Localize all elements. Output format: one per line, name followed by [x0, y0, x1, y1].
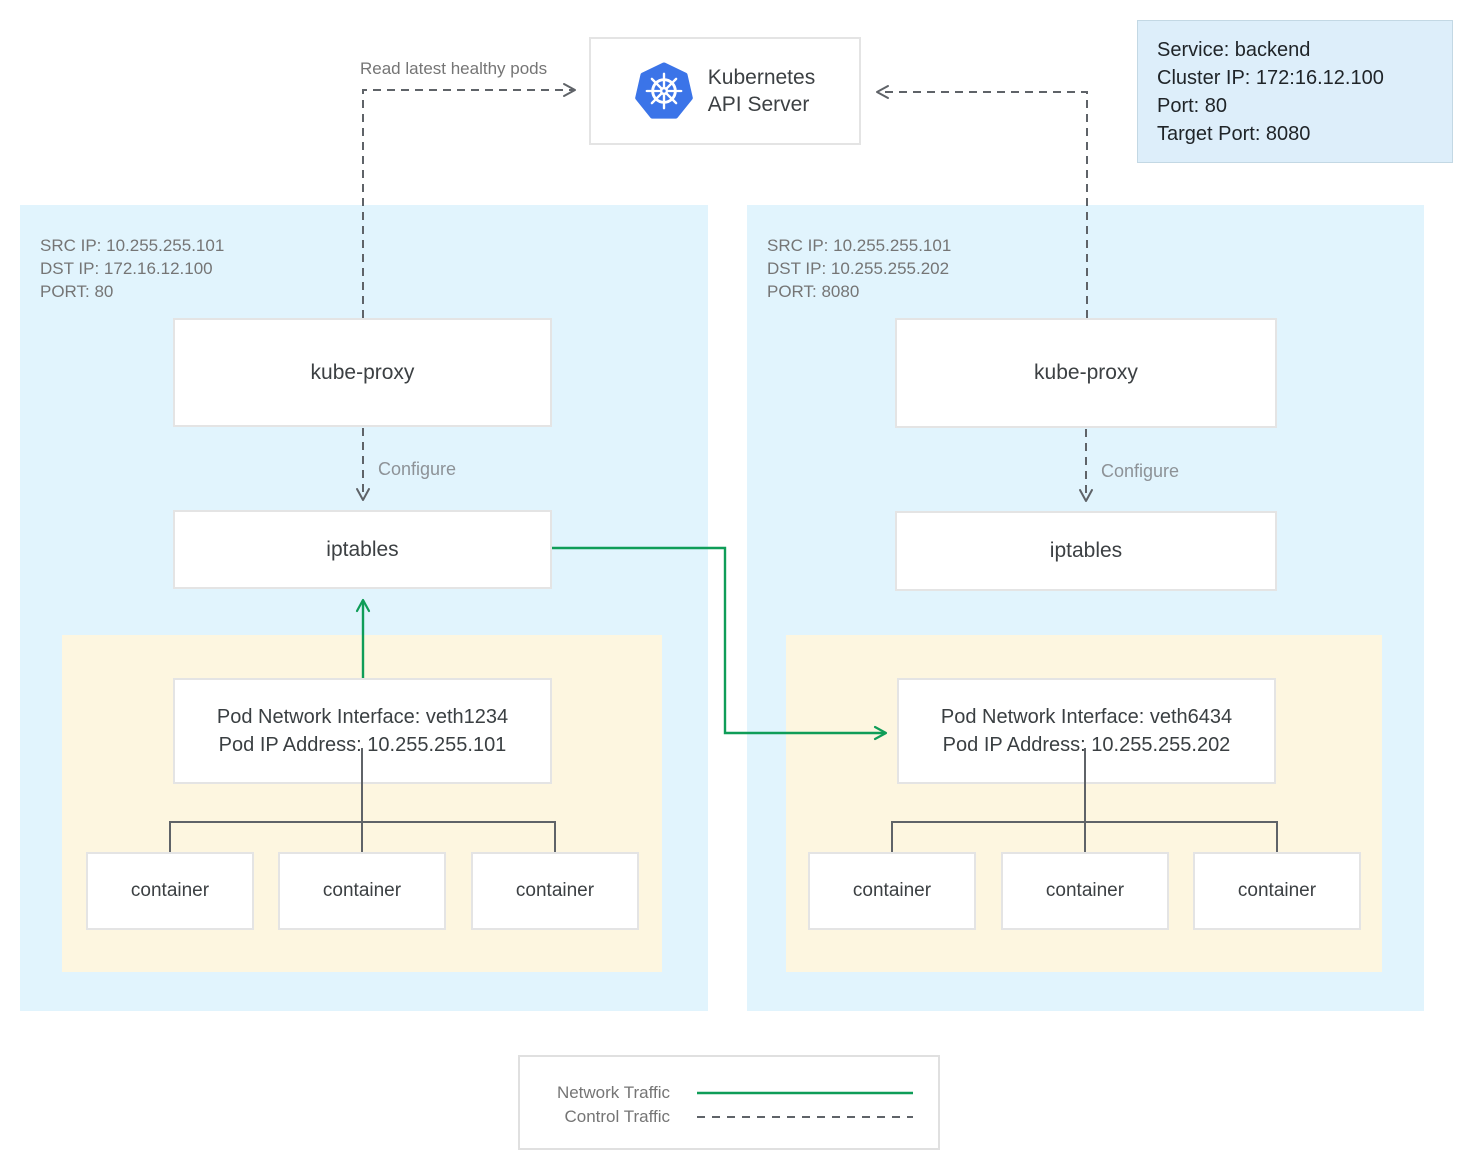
- node-right-ip-annotations: SRC IP: 10.255.255.101 DST IP: 10.255.25…: [767, 234, 951, 303]
- iptables-right-box: iptables: [895, 511, 1277, 591]
- service-port: Port: 80: [1157, 95, 1228, 117]
- pod-interface-right-line1: Pod Network Interface: veth6434: [940, 706, 1233, 728]
- container-label: container: [1237, 880, 1317, 901]
- service-name: Service: backend: [1157, 39, 1311, 61]
- node-left-ip-annotations: SRC IP: 10.255.255.101 DST IP: 172.16.12…: [40, 234, 224, 303]
- container-label: container: [322, 880, 402, 901]
- container-box: container: [808, 852, 976, 930]
- node-left-port: PORT: 80: [40, 282, 114, 301]
- iptables-left-label: iptables: [326, 537, 399, 561]
- container-box: container: [1193, 852, 1361, 930]
- api-server-title-line1: Kubernetes: [707, 66, 816, 89]
- legend-box: [518, 1055, 940, 1150]
- pod-interface-left-line1: Pod Network Interface: veth1234: [216, 706, 509, 728]
- api-server-title: Kubernetes API Server: [708, 64, 815, 118]
- read-latest-healthy-pods-label: Read latest healthy pods: [360, 59, 548, 78]
- kube-proxy-left-box: kube-proxy: [173, 318, 552, 427]
- legend-control-traffic-label: Control Traffic: [564, 1107, 670, 1126]
- container-box: container: [86, 852, 254, 930]
- pod-ip-right-line2: Pod IP Address: 10.255.255.202: [942, 734, 1231, 756]
- node-left-src-ip: SRC IP: 10.255.255.101: [40, 236, 225, 255]
- container-box: container: [1001, 852, 1169, 930]
- node-right-src-ip: SRC IP: 10.255.255.101: [767, 236, 952, 255]
- container-box: container: [471, 852, 639, 930]
- container-label: container: [130, 880, 210, 901]
- node-right-port: PORT: 8080: [767, 282, 860, 301]
- configure-left-label: Configure: [378, 459, 457, 479]
- node-left-dst-ip: DST IP: 172.16.12.100: [40, 259, 213, 278]
- kube-proxy-right-label: kube-proxy: [1034, 361, 1138, 384]
- iptables-right-label: iptables: [1049, 539, 1123, 562]
- configure-right-label: Configure: [1101, 461, 1180, 481]
- container-box: container: [278, 852, 446, 930]
- container-label: container: [1045, 880, 1125, 901]
- pod-network-interface-right-box: Pod Network Interface: veth6434 Pod IP A…: [897, 678, 1276, 784]
- legend-network-traffic-label: Network Traffic: [556, 1083, 670, 1102]
- service-info-card: Service: backend Cluster IP: 172:16.12.1…: [1137, 20, 1453, 163]
- pod-ip-left-line2: Pod IP Address: 10.255.255.101: [218, 734, 507, 756]
- api-server-title-line2: API Server: [707, 93, 810, 116]
- iptables-left-box: iptables: [173, 510, 552, 589]
- service-target-port: Target Port: 8080: [1157, 123, 1311, 145]
- container-label: container: [515, 880, 595, 901]
- container-label: container: [852, 880, 932, 901]
- node-right-dst-ip: DST IP: 10.255.255.202: [767, 259, 950, 278]
- api-server-box: Kubernetes API Server: [589, 37, 861, 145]
- pod-network-interface-left-box: Pod Network Interface: veth1234 Pod IP A…: [173, 678, 552, 784]
- service-cluster-ip: Cluster IP: 172:16.12.100: [1157, 67, 1384, 89]
- kube-proxy-right-box: kube-proxy: [895, 318, 1277, 428]
- kube-proxy-left-label: kube-proxy: [310, 360, 415, 384]
- kubernetes-logo-icon: [634, 62, 693, 119]
